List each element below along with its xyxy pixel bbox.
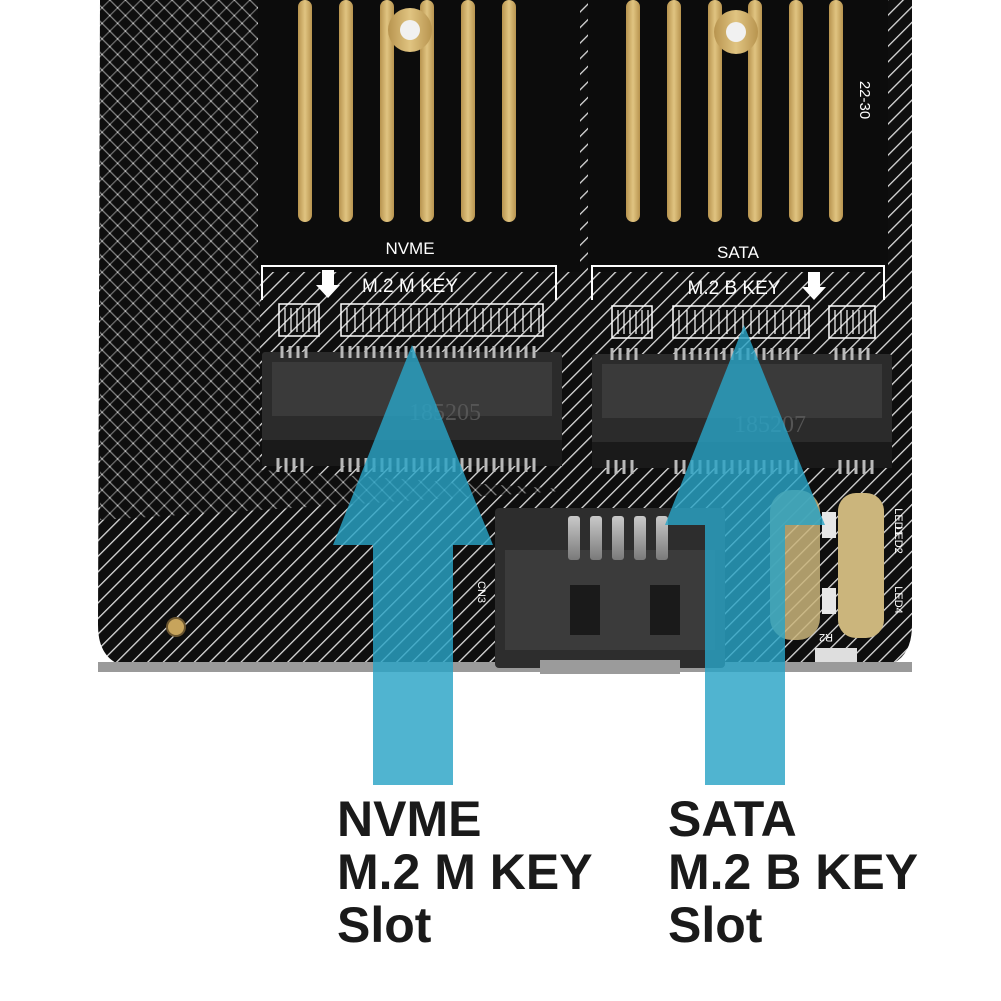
sata-caption-line: M.2 B KEY	[668, 844, 919, 900]
mount-hole-left	[400, 20, 420, 40]
nvme-caption: NVME M.2 M KEY Slot	[337, 793, 593, 952]
sata-arrow	[665, 325, 825, 785]
gold-pads-left	[298, 0, 516, 222]
sata-caption-line: Slot	[668, 897, 763, 953]
nvme-silk-label: NVME	[385, 239, 434, 258]
connector-ref: CN3	[475, 581, 487, 603]
sata-power-connector: CN3	[475, 508, 725, 674]
nvme-caption-line: Slot	[337, 897, 432, 953]
nvme-arrow	[333, 345, 493, 785]
sata-caption: SATA M.2 B KEY Slot	[668, 793, 918, 952]
nvme-caption-line: NVME	[337, 791, 482, 847]
gold-pads-right	[626, 0, 843, 222]
gold-dot	[166, 617, 186, 637]
led2-label: LED2	[892, 526, 904, 554]
sata-silk-label: SATA	[717, 243, 760, 262]
sata-key-silk-label: M.2 B KEY	[688, 278, 781, 299]
resistor-label: R2	[819, 631, 833, 643]
down-arrow-left-icon	[316, 270, 340, 298]
size-mark: 22-30	[856, 81, 873, 119]
mount-hole-right	[726, 22, 746, 42]
nvme-caption-line: M.2 M KEY	[337, 844, 593, 900]
led4-label: LED4	[892, 586, 904, 614]
led1-label: LED1	[892, 508, 904, 536]
down-arrow-right-icon	[802, 272, 826, 300]
sata-caption-line: SATA	[668, 791, 797, 847]
nvme-key-silk-label: M.2 M KEY	[362, 276, 458, 297]
